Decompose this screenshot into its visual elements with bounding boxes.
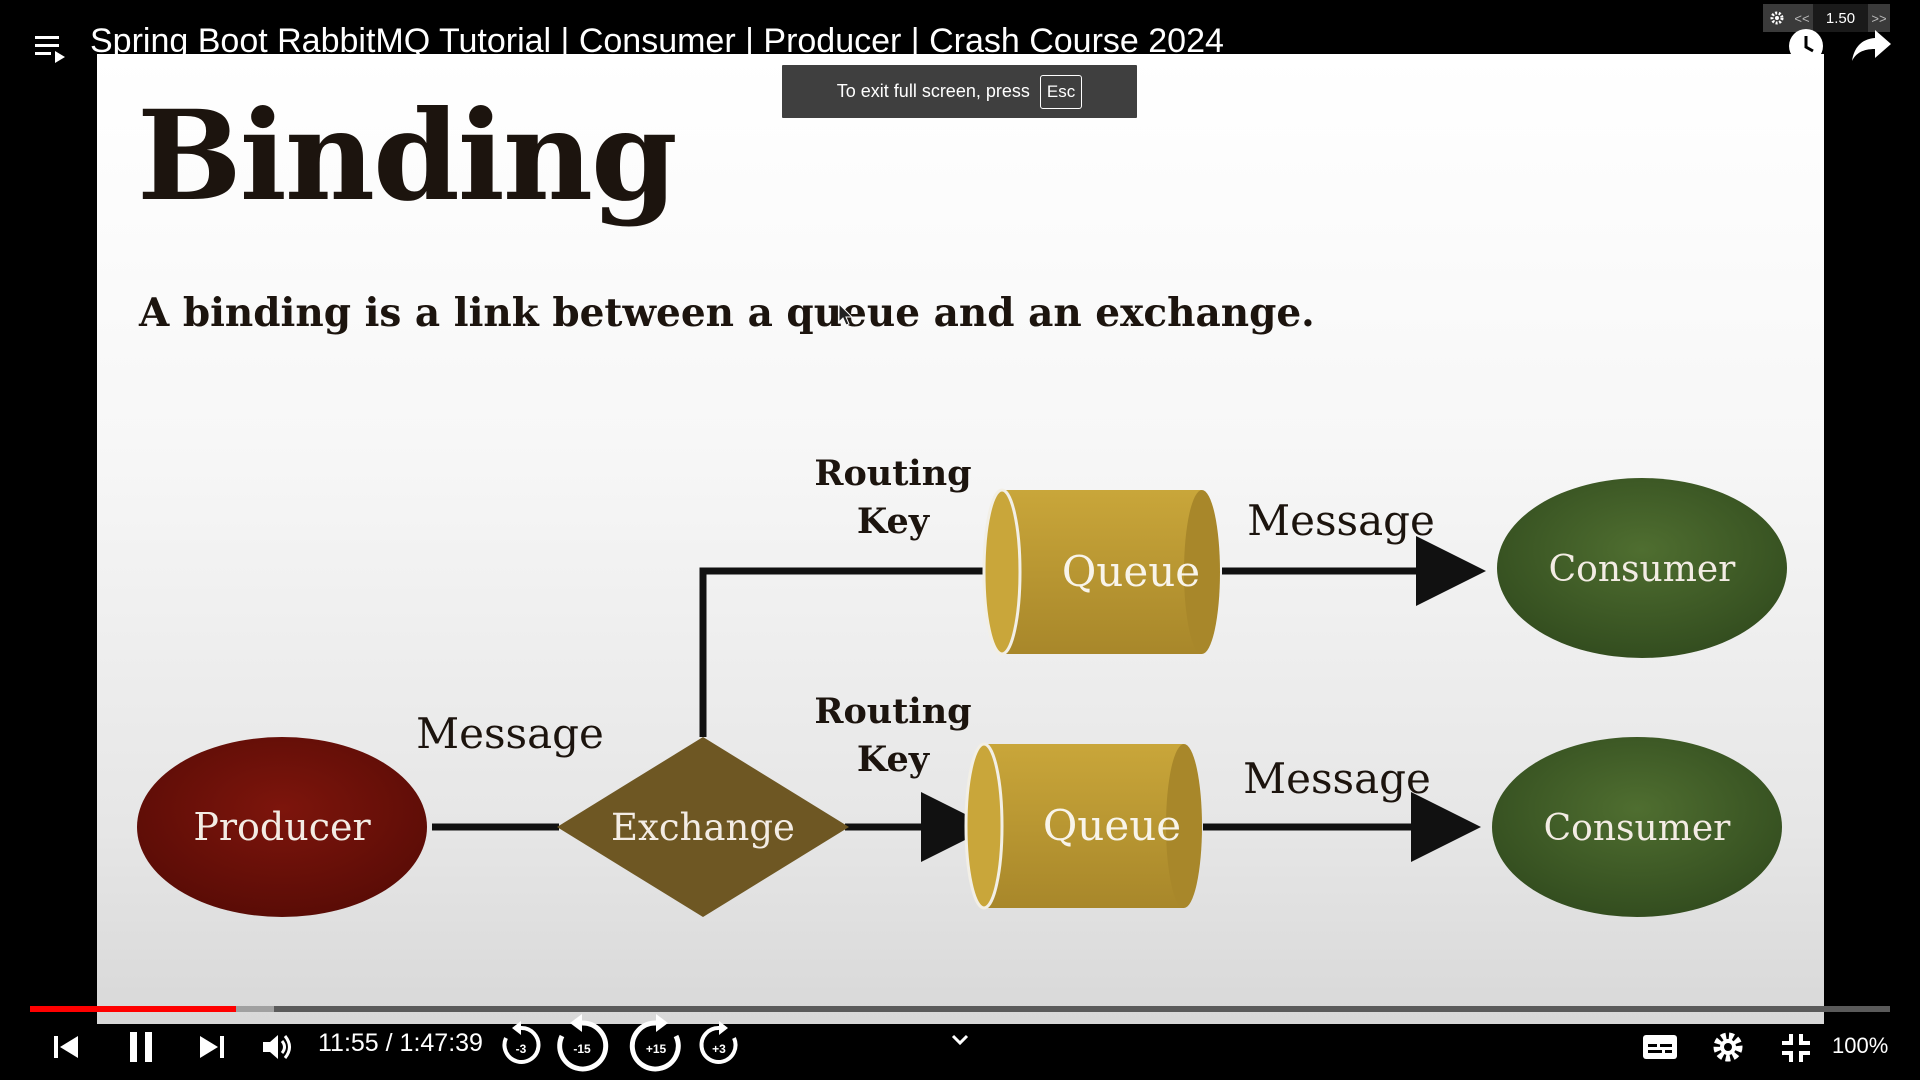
next-button[interactable]	[194, 1030, 230, 1064]
consumer-top-label: Consumer	[1549, 549, 1737, 590]
previous-button[interactable]	[48, 1030, 84, 1064]
progress-bar[interactable]	[30, 1006, 1890, 1012]
producer-label: Producer	[193, 805, 371, 849]
toast-text: To exit full screen, press	[836, 81, 1030, 101]
binding-diagram: Producer Exchange Message Routing Key Ro…	[137, 302, 1787, 917]
routing-key-bottom-line1: Routing	[814, 691, 971, 732]
exchange-label: Exchange	[611, 806, 795, 849]
zoom-level[interactable]: 100%	[1832, 1033, 1889, 1058]
speed-control[interactable]: << 1.50 >>	[1763, 4, 1890, 32]
mouse-cursor	[838, 302, 854, 326]
queue-bottom-label: Queue	[1043, 801, 1181, 850]
speed-increase-button[interactable]: >>	[1868, 4, 1890, 32]
exchange-node	[557, 737, 849, 917]
skip-forward-small-label: +3	[712, 1042, 726, 1056]
exit-fullscreen-icon[interactable]	[1776, 1030, 1816, 1066]
slide-title: Binding	[137, 84, 678, 229]
skip-back-big-button[interactable]: -15	[552, 1014, 612, 1076]
skip-forward-small-button[interactable]: +3	[696, 1020, 742, 1070]
producer-node	[137, 737, 427, 917]
video-title[interactable]: Spring Boot RabbitMQ Tutorial | Consumer…	[90, 22, 1224, 60]
skip-forward-big-button[interactable]: +15	[626, 1014, 686, 1076]
subtitles-icon[interactable]	[1640, 1032, 1680, 1062]
skip-back-big-label: -15	[573, 1042, 591, 1056]
settings-gear-icon[interactable]	[1708, 1028, 1748, 1066]
watch-later-icon[interactable]	[1786, 26, 1826, 66]
slide-subtitle: A binding is a link between a queue and …	[139, 290, 1315, 336]
toast-key: Esc	[1039, 74, 1083, 109]
share-icon[interactable]	[1850, 26, 1894, 66]
routing-key-top-line1: Routing	[814, 453, 971, 494]
queue-top-label: Queue	[1062, 547, 1200, 596]
chevron-down-icon[interactable]	[948, 1030, 972, 1050]
speed-decrease-button[interactable]: <<	[1791, 4, 1813, 32]
routing-key-bottom-line2: Key	[857, 739, 931, 780]
time-display: 11:55 / 1:47:39	[318, 1029, 483, 1057]
skip-back-small-button[interactable]: -3	[498, 1020, 544, 1070]
message-bottom-label: Message	[1243, 754, 1431, 803]
skip-forward-big-label: +15	[646, 1042, 667, 1056]
exchange-queue-top-arrow	[699, 536, 1056, 737]
speed-value: 1.50	[1813, 4, 1868, 32]
queue-top-node	[982, 488, 1220, 656]
video-frame[interactable]: Binding A binding is a link between a qu…	[97, 54, 1824, 1024]
speed-settings-icon[interactable]	[1763, 4, 1791, 32]
exit-fullscreen-toast: To exit full screen, press Esc	[782, 65, 1137, 118]
consumer-bottom-label: Consumer	[1544, 808, 1732, 849]
queue-bottom-node	[964, 742, 1202, 910]
consumer-bottom-node	[1492, 737, 1782, 917]
progress-played	[30, 1006, 237, 1012]
message-left-label: Message	[416, 709, 604, 758]
pause-button[interactable]	[120, 1028, 162, 1066]
message-top-label: Message	[1247, 496, 1435, 545]
volume-icon[interactable]	[258, 1030, 298, 1064]
consumer-top-node	[1497, 478, 1787, 658]
skip-back-small-label: -3	[516, 1042, 527, 1056]
routing-key-top-line2: Key	[857, 501, 931, 542]
playlist-icon[interactable]	[32, 32, 68, 66]
